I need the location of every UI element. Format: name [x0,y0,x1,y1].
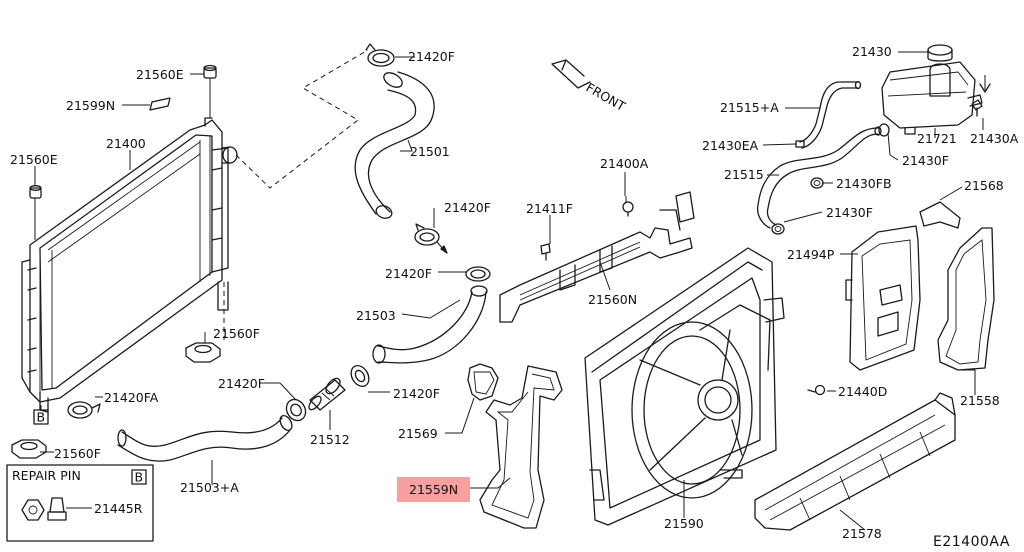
label-21560E-left[interactable]: 21560E [10,152,58,167]
label-21430[interactable]: 21430 [852,44,892,59]
seal-21568[interactable] [919,201,961,229]
hose-clamp-21420F-left[interactable] [283,396,310,424]
reservoir-hose-21515A[interactable] [799,80,862,149]
label-21560N[interactable]: 21560N [588,292,637,307]
repair-pin-badge: B [135,470,144,485]
repair-pin-title: REPAIR PIN [12,468,81,483]
label-21558[interactable]: 21558 [960,393,1000,408]
front-direction-arrow: FRONT [551,59,629,115]
label-21560F-mid[interactable]: 21560F [213,326,260,341]
label-21430FB[interactable]: 21430FB [836,176,892,191]
bolt-21400A[interactable] [622,196,634,217]
fan-bracket-21560N[interactable] [499,191,695,323]
callout-B[interactable]: B [33,405,49,425]
label-21560E-top[interactable]: 21560E [136,67,184,82]
label-21569[interactable]: 21569 [398,426,438,441]
label-21400[interactable]: 21400 [106,136,146,151]
callout-B-text: B [37,410,46,425]
label-21568[interactable]: 21568 [964,178,1004,193]
leader-lines [34,51,984,531]
clip-21430EA[interactable] [795,140,805,148]
diagram-code: E21400AA [933,534,1010,550]
label-plate-21599N[interactable] [149,97,171,111]
label-21445R[interactable]: 21445R [94,501,143,516]
upper-mount-bushing-21560F-mid[interactable] [185,342,221,363]
label-21512[interactable]: 21512 [310,432,350,447]
hose-clamp-21420FA[interactable] [67,401,101,419]
label-21503A[interactable]: 21503+A [180,480,239,495]
label-21559N[interactable]: 21559N [409,482,458,497]
hose-21503[interactable] [372,285,488,364]
label-21400A[interactable]: 21400A [600,156,649,171]
fan-shroud-21590[interactable] [584,247,785,526]
label-21721[interactable]: 21721 [917,131,957,146]
label-21599N[interactable]: 21599N [66,98,115,113]
upper-hose-21501[interactable] [354,70,435,221]
hose-clamp-21420F-top[interactable] [365,43,395,67]
reservoir-cap-21430[interactable] [927,44,953,62]
seal-21559N[interactable] [479,365,563,529]
label-21420F-right[interactable]: 21420F [393,386,440,401]
label-21590[interactable]: 21590 [664,516,704,531]
highlight-21559N [397,477,470,502]
label-21515A[interactable]: 21515+A [720,100,779,115]
clamp-21430F-right[interactable] [878,123,890,137]
assembly-line-upper-hose [235,49,369,189]
lower-mount-bushing-21560F-low[interactable] [11,439,47,459]
label-21494P[interactable]: 21494P [787,247,835,262]
coolant-hose-21515[interactable] [756,126,882,229]
hose-clamp-21420F-right[interactable] [348,362,373,389]
hose-connector-21512[interactable] [307,376,346,412]
label-21515[interactable]: 21515 [724,167,764,182]
bolt-21430A[interactable] [971,75,991,117]
label-21430EA[interactable]: 21430EA [702,138,759,153]
label-21420F-top[interactable]: 21420F [408,49,455,64]
bolt-21411F[interactable] [540,243,551,261]
label-21430F-low[interactable]: 21430F [826,205,873,220]
label-21503[interactable]: 21503 [356,308,396,323]
plug-21560E-left[interactable] [29,185,42,240]
reservoir-tank-21721[interactable] [881,61,983,135]
label-21430A[interactable]: 21430A [970,131,1019,146]
label-21420F-mid[interactable]: 21420F [444,200,491,215]
label-21440D[interactable]: 21440D [838,384,887,399]
air-guide-21578[interactable] [754,392,956,531]
seal-21558[interactable] [937,227,995,371]
repair-pin-21445R[interactable] [21,497,67,521]
label-21420FA[interactable]: 21420FA [104,390,159,405]
label-21501[interactable]: 21501 [410,144,450,159]
radiator-21400[interactable] [21,117,238,413]
front-text: FRONT [584,80,629,115]
clamp-21430FB[interactable] [810,177,824,189]
seal-21569[interactable] [467,363,499,401]
label-21578[interactable]: 21578 [842,526,882,541]
repair-pin-panel: REPAIR PIN B [6,464,154,542]
label-21411F[interactable]: 21411F [526,201,573,216]
lower-hose-21503A[interactable] [117,414,294,462]
clamp-21430F-low[interactable] [771,223,785,235]
label-21560F-low[interactable]: 21560F [54,446,101,461]
bolt-21440D[interactable] [807,384,826,396]
seal-21494P[interactable] [845,225,921,371]
label-21430F-right[interactable]: 21430F [902,153,949,168]
hose-clamp-21420F-lower[interactable] [465,266,491,282]
part-labels: 21430 21420F 21560E 21599N 21515+A 21721… [10,44,1019,541]
plug-21560E-top[interactable] [203,64,217,119]
hose-clamp-21420F-mid[interactable] [414,223,448,254]
label-21420F-left[interactable]: 21420F [218,376,265,391]
label-21420F-lower[interactable]: 21420F [385,266,432,281]
